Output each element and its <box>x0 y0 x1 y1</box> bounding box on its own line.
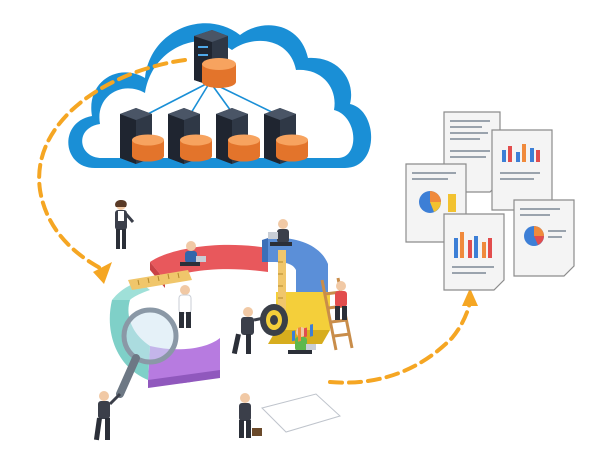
report-document-icon <box>491 129 553 211</box>
person-standing-figure <box>115 200 135 249</box>
report-document-icon <box>513 199 575 277</box>
person-holding-magnifier-figure <box>93 391 122 441</box>
database-icon <box>180 134 212 162</box>
person-sitting-laptop-figure <box>180 241 206 266</box>
dashed-arrow-cloud-to-analysis <box>37 58 187 284</box>
gear-icon <box>260 304 288 336</box>
magnifying-glass-icon <box>116 307 179 398</box>
database-icon <box>228 134 260 162</box>
person-pushing-gear-figure <box>231 307 265 355</box>
database-icon <box>276 134 308 162</box>
database-icon <box>132 134 164 162</box>
database-icon <box>202 58 236 88</box>
ruler-icon <box>128 270 192 290</box>
person-on-ladder-figure <box>335 281 347 320</box>
dashed-arrow-analysis-to-reports <box>328 288 478 385</box>
report-document-icon <box>261 323 341 433</box>
person-sitting-top-figure <box>268 219 292 246</box>
person-with-briefcase-figure <box>239 393 262 438</box>
person-holding-ruler-figure <box>178 285 192 328</box>
report-document-icon <box>443 213 505 291</box>
